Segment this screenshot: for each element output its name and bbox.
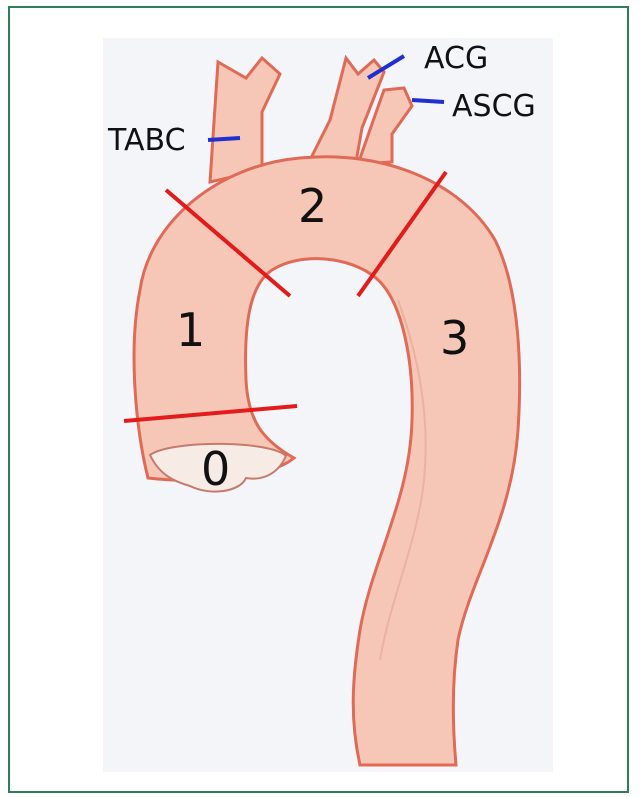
segment-2-label: 2 (298, 179, 327, 233)
ascg-pointer (412, 100, 444, 102)
segment-1-label: 1 (176, 303, 205, 357)
segment-3-label: 3 (440, 311, 469, 365)
tabc-pointer (208, 138, 240, 140)
segment-0-label: 0 (201, 442, 230, 496)
tabc-label: TABC (107, 123, 186, 158)
ascg-label: ASCG (452, 89, 536, 124)
acg-label: ACG (424, 41, 488, 76)
